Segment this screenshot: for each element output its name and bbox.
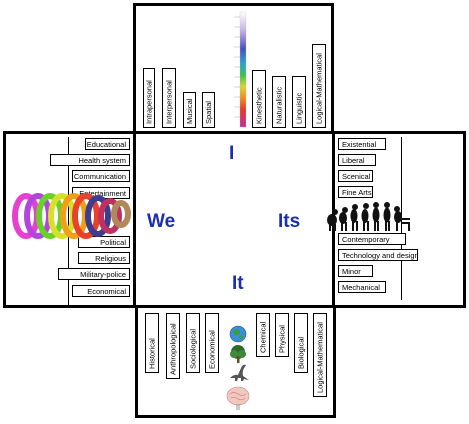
bottom-label-sociological: Sociological [186, 313, 200, 373]
left-label-health-system: Health system [50, 154, 130, 166]
bottom-label-historical: Historical [145, 313, 159, 373]
left-label-religious: Religious [78, 252, 130, 264]
right-label-technology-design: Technology and design [338, 249, 418, 261]
right-label-scenical: Scenical [338, 170, 373, 182]
left-label-political: Political [78, 236, 130, 248]
top-label-spatial: Spatial [202, 92, 215, 128]
right-label-mechanical: Mechanical [338, 281, 386, 293]
human-evolution-image-icon [327, 202, 410, 231]
right-label-contemporary: Contemporary [338, 233, 406, 245]
top-label-intrapersonal: Intrapersonal [143, 68, 155, 128]
quadrant-we-label: We [147, 211, 176, 232]
right-label-existential: Existential [338, 138, 386, 150]
quadrant-it-label: It [232, 273, 244, 294]
quadrant-its-label: Its [278, 211, 301, 232]
left-label-economical: Economical [72, 285, 130, 297]
dinosaur-image-icon [230, 364, 249, 381]
brain-image-icon [226, 386, 250, 410]
bottom-label-physical: Physical [275, 313, 289, 357]
right-label-liberal: Liberal [338, 154, 376, 166]
top-label-linguistic: Linguistic [292, 76, 306, 128]
colored-rings-image-icon [12, 193, 131, 239]
left-bracket-line [68, 137, 69, 305]
right-label-fine-arts: Fine Arts [338, 186, 373, 198]
top-label-naturalistic: Naturalistic [272, 76, 286, 128]
globe-image-icon [229, 325, 247, 343]
top-label-kinesthetic: Kinesthetic [252, 70, 266, 128]
right-label-minor: Minor [338, 265, 373, 277]
top-label-logical-mathematical: Logical-Mathematical [312, 44, 326, 128]
tree-image-icon [230, 345, 246, 363]
bottom-label-logical-mathematical: Logical-Mathematical [313, 313, 327, 397]
top-label-interpersonal: Interpersonal [162, 68, 176, 128]
bottom-label-economical: Economical [205, 313, 219, 373]
bottom-label-chemical: Chemical [256, 313, 270, 357]
color-spectrum-scale-icon [234, 11, 247, 128]
top-label-musical: Musical [183, 92, 196, 128]
bottom-label-anthropological: Anthropological [166, 313, 180, 379]
left-label-communication: Communication [72, 170, 130, 182]
left-label-educational: Educational [85, 138, 130, 150]
quadrant-i-label: I [229, 143, 235, 164]
bottom-label-biological: Biological [294, 313, 308, 373]
left-label-military-police: Military-police [58, 268, 130, 280]
